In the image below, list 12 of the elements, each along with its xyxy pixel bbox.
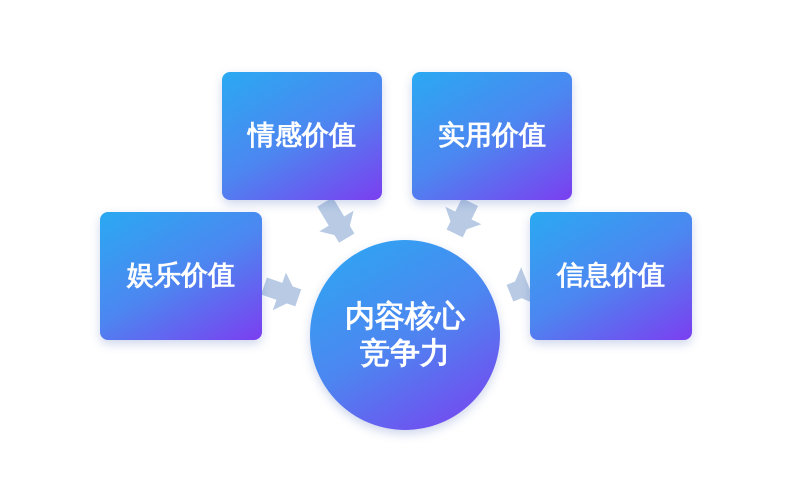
value-box: [100, 212, 262, 340]
node-label: 信息价值: [557, 259, 665, 293]
block-arrow: [261, 272, 302, 310]
value-box: [530, 212, 692, 340]
block-arrow: [317, 197, 354, 243]
value-box: [222, 72, 382, 200]
node-label: 情感价值: [248, 119, 356, 153]
node-label: 娱乐价值: [127, 259, 235, 293]
block-arrow: [445, 198, 482, 238]
node-label: 实用价值: [438, 119, 546, 153]
value-box: [412, 72, 572, 200]
node-label: 内容核心竞争力: [344, 298, 466, 372]
